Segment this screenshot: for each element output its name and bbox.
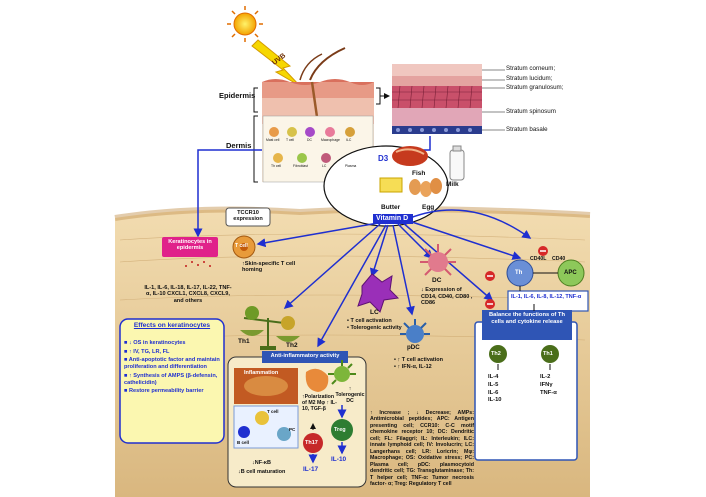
balance-th1-label: Th1 xyxy=(238,338,250,345)
treg-label: Treg xyxy=(334,427,346,433)
balance-th2-label: Th2 xyxy=(286,342,298,349)
milk-icon xyxy=(449,149,465,181)
lc-cell-icon xyxy=(357,273,400,313)
dermis-cell-label: T cell xyxy=(286,138,295,142)
th2-cytokine-list: IL-4 IL-5 IL-6 IL-10 xyxy=(488,374,502,404)
effects-item: ■ ↑ Synthesis of AMPS (β-defensin, cathe… xyxy=(124,372,218,386)
dermis-cell-label: Fibroblast xyxy=(293,164,308,168)
t-cell-homing-label: ↑Skin-specific T cell homing xyxy=(242,261,296,274)
anti-b-cell-icon xyxy=(238,426,250,438)
anti-b-cell-label: B cell xyxy=(237,440,250,445)
apc-label: APC xyxy=(564,270,577,276)
th1-label: Th1 xyxy=(543,351,553,357)
epidermis-layers-zoom xyxy=(392,64,505,134)
keratinocytes-label: Keratinocytes in epidermis xyxy=(168,239,212,252)
dermis-cell-label: Macrophage xyxy=(321,138,340,142)
th2-label: Th2 xyxy=(491,351,501,357)
effects-box xyxy=(119,318,225,444)
nfkb-label: ↓NF-κB xyxy=(252,460,271,466)
il10-label: IL-10 xyxy=(331,456,347,463)
th1-cell-icon xyxy=(541,345,559,363)
anti-t-cell-icon xyxy=(255,411,269,425)
th1-cytokine-list: IL-2 IFNγ TNF-α xyxy=(540,374,557,396)
inflammation-label: Inflammation xyxy=(244,370,279,376)
apc-cytokines-label: IL-1, IL-6, IL-8, IL-12, TNF-α xyxy=(511,294,582,300)
dermis-cell-label: Plasma xyxy=(345,164,357,168)
keratinocytes-label-box xyxy=(162,237,218,257)
stratum-corneum-label: Stratum corneum; xyxy=(506,65,556,72)
dc-desc: ↓ Expression of CD14, CD40, CD80 , CD86 xyxy=(421,287,473,307)
anti-pc-icon xyxy=(277,427,291,441)
sun-icon xyxy=(227,6,263,42)
butter-icon xyxy=(379,177,403,193)
butter-label: Butter xyxy=(381,204,401,211)
epidermis-label: Epidermis xyxy=(219,91,256,100)
dermis-label: Dermis xyxy=(226,141,252,150)
cd40-label: CD40 xyxy=(552,256,566,262)
dermis-cell-label: Mast cell xyxy=(266,138,280,142)
effects-item: ■ Restore permeability barrier xyxy=(124,388,204,395)
dc-cell-icon xyxy=(420,244,456,276)
pdc-desc: • ↑ T cell activation • ↑ IFN-α, IL-12 xyxy=(394,357,444,370)
tccr10-label: TCCR10 expression xyxy=(233,210,263,223)
anti-pc-label: PC xyxy=(289,427,296,432)
macrophage-icon xyxy=(305,368,329,392)
anti-t-cell-label: T cell xyxy=(267,409,279,414)
lc-desc: • T cell activation • Tolerogenic activi… xyxy=(347,318,402,331)
effects-list: ■ ↓ OS in keratinocytes ■ ↑ IV, TG, LR, … xyxy=(124,340,221,395)
vitamin-d-label-box xyxy=(373,214,413,224)
macrophage-polarization-label: ↑Polarization of M2 Mφ ↑ IL-10, TGF-β xyxy=(302,394,337,412)
th2-cell-icon xyxy=(489,345,507,363)
stratum-spinosum-label: Stratum spinosum xyxy=(506,108,556,115)
d3-label: D3 xyxy=(378,154,389,163)
keratinocyte-cytokines-label: IL-1, IL-6, IL-18, IL-17, IL-22, TNF-α, … xyxy=(144,285,232,304)
pdc-label: pDC xyxy=(407,344,420,351)
dermis-cell-icons xyxy=(269,127,357,163)
b-cell-maturation-label: ↓B cell maturation xyxy=(238,469,286,475)
anti-inflammatory-title: Anti-inflammatory activity xyxy=(270,353,340,359)
egg-label: Egg xyxy=(422,204,435,211)
tolerogenic-dc-icon xyxy=(328,360,356,385)
dermis-cell-label: ILC xyxy=(346,138,352,142)
treg-cell-icon xyxy=(331,419,353,441)
effects-item: ■ Anti-apoptotic factor and maintain pro… xyxy=(124,357,220,371)
effects-title: Effects on keratinocytes xyxy=(133,322,211,329)
th-balance-icon xyxy=(240,306,300,350)
fish-label: Fish xyxy=(412,170,426,177)
tolerogenic-dc-label: ↑ Tolerogenic DC xyxy=(335,386,365,404)
th-functions-title-box xyxy=(482,310,572,340)
il17-label: IL-17 xyxy=(303,466,319,473)
dc-label: DC xyxy=(432,277,442,284)
abbreviation-legend: ↑ Increase ; ↓ Decrease; AMPs: Antimicro… xyxy=(370,410,474,487)
tccr10-box xyxy=(225,207,271,227)
pdc-cell-icon xyxy=(400,319,430,343)
th-label: Th xyxy=(515,270,523,276)
t-cell-label: T cell xyxy=(235,243,248,249)
egg-icon xyxy=(409,179,421,195)
dermis-cell-label: Th cell xyxy=(271,164,281,168)
lc-label: LC xyxy=(370,309,379,316)
uvb-ray-icon xyxy=(251,39,301,87)
milk-label: Milk xyxy=(446,181,459,188)
vitamin-d-label: Vitamin D xyxy=(376,215,409,222)
cd40l-label: CD40L xyxy=(530,256,547,262)
dermis-cell-label: LC xyxy=(322,164,327,168)
vitamin-d-arrows xyxy=(256,209,532,348)
anti-inflammatory-title-box xyxy=(262,351,348,363)
th17-cell-icon xyxy=(303,433,323,453)
stratum-lucidum-label: Stratum lucidum; xyxy=(506,75,553,82)
th17-label: Th17 xyxy=(305,440,318,446)
stratum-granulosum-label: Stratum granulosum; xyxy=(506,84,564,91)
effects-item: ■ ↓ OS in keratinocytes xyxy=(124,340,186,346)
dermis-cell-label: DC xyxy=(307,138,312,142)
th-functions-title: Balance the functions of Th cells and cy… xyxy=(488,312,565,325)
stratum-basale-label: Stratum basale xyxy=(506,126,548,133)
effects-item: ■ ↑ IV, TG, LR, FL xyxy=(124,348,170,355)
